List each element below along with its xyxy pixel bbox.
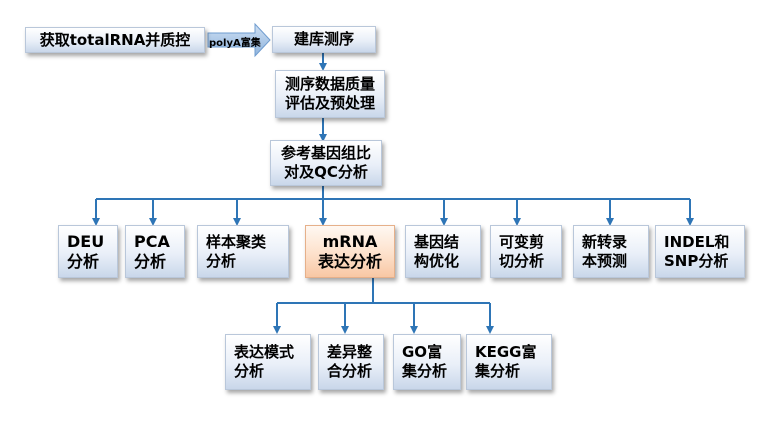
node-indel-snp: INDEL和 SNP分析 bbox=[655, 225, 745, 278]
node-alternative-splicing: 可变剪 切分析 bbox=[490, 225, 562, 278]
node-kegg-enrichment: KEGG富 集分析 bbox=[466, 334, 552, 390]
node-gene-structure: 基因结 构优化 bbox=[405, 225, 481, 278]
node-mrna-expression: mRNA 表达分析 bbox=[305, 225, 395, 278]
node-go-enrichment: GO富 集分析 bbox=[393, 334, 461, 390]
node-deu-analysis: DEU 分析 bbox=[58, 225, 118, 278]
node-reference-alignment: 参考基因组比 对及QC分析 bbox=[270, 140, 382, 186]
polya-arrow-label: polyA富集 bbox=[209, 38, 261, 49]
node-qc-preprocess: 测序数据质量 评估及预处理 bbox=[275, 70, 385, 118]
node-expression-pattern: 表达模式 分析 bbox=[225, 334, 311, 390]
node-novel-transcript: 新转录 本预测 bbox=[573, 225, 649, 278]
node-extract-rna: 获取totalRNA并质控 bbox=[25, 27, 205, 53]
node-pca-analysis: PCA 分析 bbox=[125, 225, 185, 278]
node-library-sequencing: 建库测序 bbox=[272, 26, 376, 53]
node-sample-clustering: 样本聚类 分析 bbox=[197, 225, 289, 278]
polya-arrow-shape bbox=[207, 22, 271, 58]
node-differential-integration: 差异整 合分析 bbox=[318, 334, 384, 390]
